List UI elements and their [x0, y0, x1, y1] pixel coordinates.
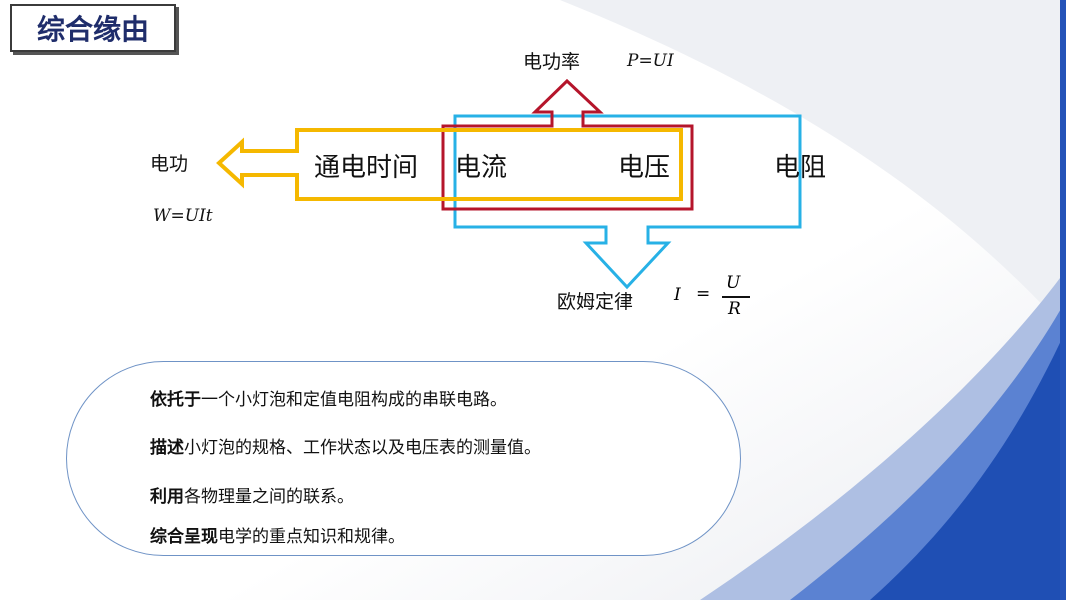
note-keyword: 依托于 — [150, 390, 201, 410]
dark-blue-edge — [1060, 0, 1066, 600]
power-frame — [441, 78, 694, 211]
ohm-formula-eq: = — [696, 284, 711, 304]
page-title: 综合缘由 — [36, 13, 149, 46]
gray-swoosh — [560, 0, 1066, 600]
work-label: 电功 — [150, 153, 189, 175]
ohm-law-frame — [453, 114, 802, 290]
resistance-label: 电阻 — [774, 153, 827, 183]
power-formula: P=UI — [627, 51, 674, 71]
note-line-3: 利用各物理量之间的联系。 — [150, 482, 354, 507]
note-keyword: 综合呈现 — [150, 527, 218, 547]
current-label: 电流 — [455, 153, 508, 183]
note-line-4: 综合呈现电学的重点知识和规律。 — [150, 522, 405, 547]
power-label: 电功率 — [523, 51, 581, 73]
summary-box — [66, 361, 741, 556]
note-keyword: 描述 — [150, 438, 184, 458]
dark-blue-corner — [870, 330, 1066, 600]
ohm-law-formula: I = U R — [672, 273, 762, 323]
ohm-law-label: 欧姆定律 — [557, 291, 634, 313]
fraction-bar — [722, 296, 750, 298]
note-text: 小灯泡的规格、工作状态以及电压表的测量值。 — [184, 438, 541, 458]
ohm-formula-denominator: R — [728, 299, 741, 319]
note-line-1: 依托于一个小灯泡和定值电阻构成的串联电路。 — [150, 385, 507, 410]
work-formula: W=UIt — [153, 206, 213, 226]
ohm-formula-numerator: U — [726, 273, 741, 293]
note-keyword: 利用 — [150, 487, 184, 507]
note-text: 各物理量之间的联系。 — [184, 487, 354, 507]
note-text: 一个小灯泡和定值电阻构成的串联电路。 — [201, 390, 507, 410]
note-text: 电学的重点知识和规律。 — [218, 527, 405, 547]
ohm-formula-lhs: I — [674, 285, 681, 305]
title-badge: 综合缘由 — [10, 4, 176, 52]
work-frame — [216, 128, 683, 201]
note-line-2: 描述小灯泡的规格、工作状态以及电压表的测量值。 — [150, 433, 541, 458]
voltage-label: 电压 — [618, 153, 671, 183]
time-label: 通电时间 — [314, 153, 419, 183]
